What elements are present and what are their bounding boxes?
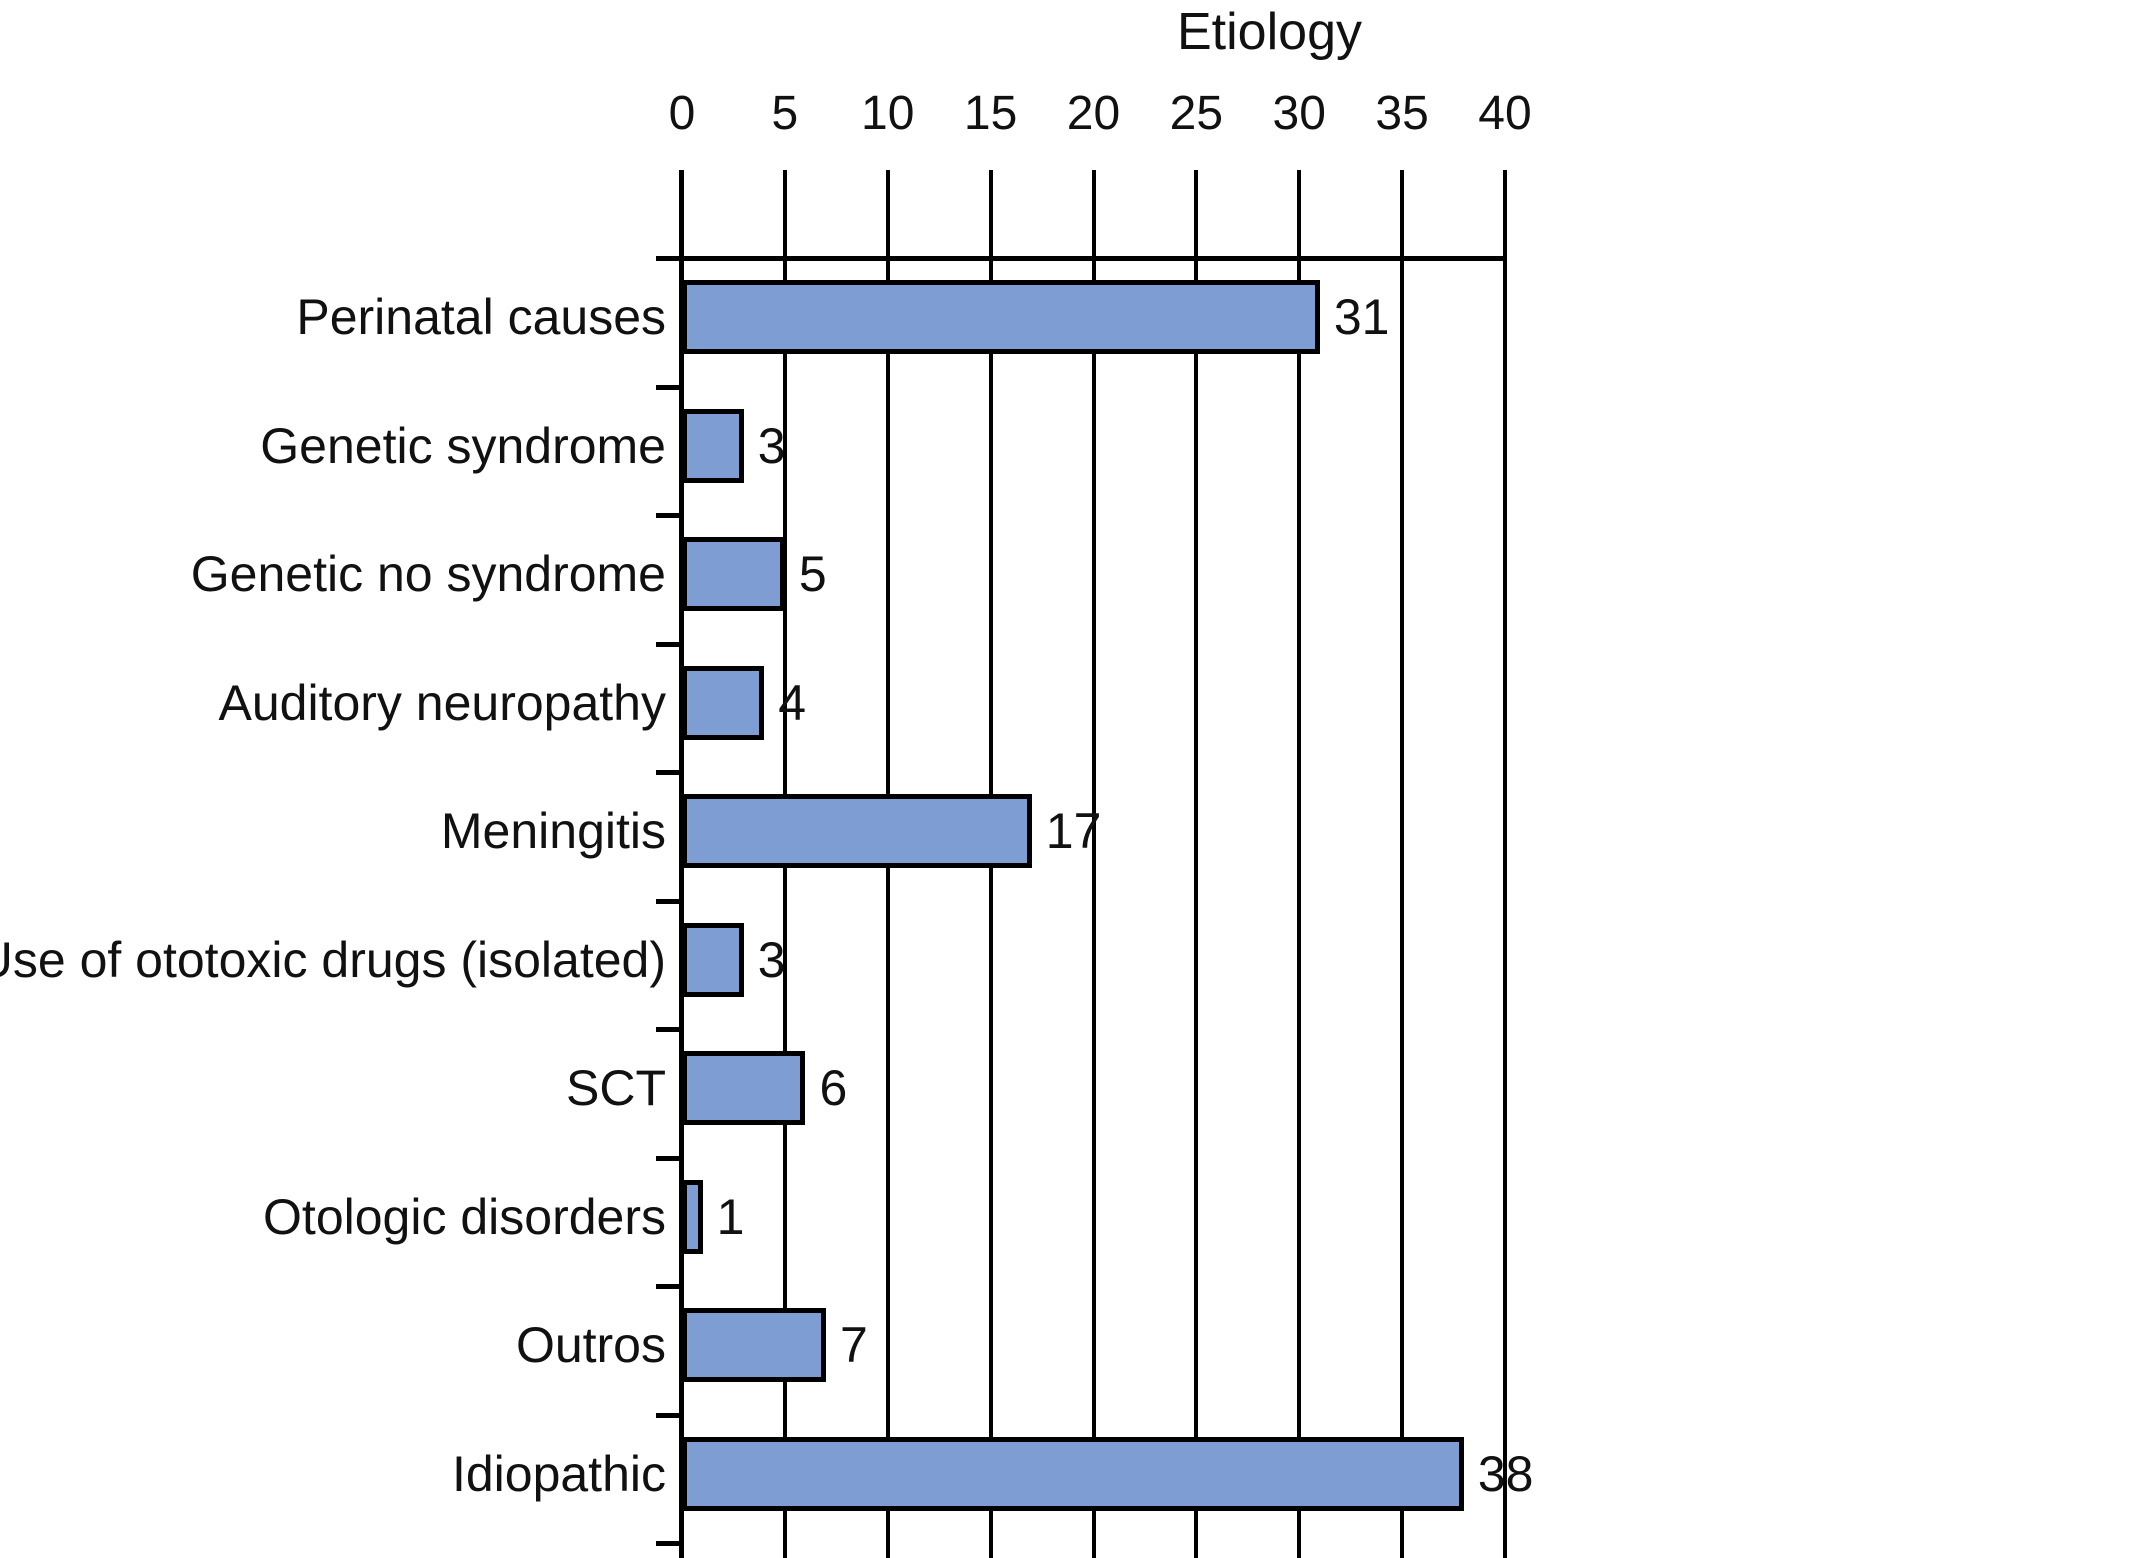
bar-row: Genetic syndrome 3	[260, 385, 1505, 514]
bar[interactable]	[682, 922, 744, 997]
x-tick-label-15: 15	[963, 87, 1018, 140]
x-tick-label-35: 35	[1375, 87, 1429, 140]
category-label: Perinatal causes	[296, 289, 666, 345]
category-label: Genetic no syndrome	[190, 546, 666, 602]
bar[interactable]	[682, 665, 765, 740]
y-axis-tick-1	[656, 384, 682, 390]
gridline-40	[1503, 170, 1507, 1558]
category-label-wrap: Idiopathic	[0, 1413, 666, 1542]
x-tick-label-10: 10	[861, 87, 915, 140]
y-axis-tick-9	[656, 1412, 682, 1418]
bar-row: Auditory neuropathy 4	[218, 642, 1505, 771]
bar-value-label: 3	[757, 417, 786, 474]
category-label: Genetic syndrome	[260, 417, 666, 474]
gridline-25	[1194, 170, 1199, 1558]
bar[interactable]	[682, 1308, 827, 1382]
bar[interactable]	[682, 794, 1032, 868]
bar-value-label: 3	[757, 931, 786, 988]
bar-row: Use of ototoxic drugs (isolated) 3	[0, 899, 1505, 1028]
category-label: Auditory neuropathy	[218, 674, 666, 731]
category-label: Outros	[515, 1317, 666, 1373]
bar-value-label: 1	[716, 1188, 745, 1245]
category-label-wrap: Meningitis	[0, 770, 666, 899]
category-label-wrap: Use of ototoxic drugs (isolated)	[0, 899, 666, 1028]
x-tick-label-0: 0	[668, 87, 696, 140]
category-label: Meningitis	[440, 803, 666, 859]
y-axis-tick-0	[656, 256, 682, 261]
bar-value-label: 6	[819, 1060, 848, 1116]
category-label: Otologic disorders	[263, 1188, 666, 1245]
x-tick-label-20: 20	[1066, 87, 1121, 140]
x-tick-label-25: 25	[1169, 87, 1224, 140]
gridline-20	[1091, 170, 1096, 1558]
category-label: Use of ototoxic drugs (isolated)	[0, 931, 666, 988]
bar-value-label: 5	[798, 546, 827, 602]
gridline-30	[1297, 170, 1302, 1558]
bar[interactable]	[682, 1436, 1464, 1511]
y-axis-spine	[679, 170, 684, 1558]
x-tick-label-40: 40	[1478, 87, 1532, 140]
bar-value-label: 7	[840, 1317, 868, 1373]
bar[interactable]	[682, 408, 744, 483]
bar-value-label: 38	[1477, 1445, 1534, 1502]
chart-title: Etiology	[1177, 3, 1362, 61]
category-label: Idiopathic	[451, 1445, 666, 1502]
category-label-wrap: Outros	[0, 1284, 666, 1413]
y-axis-tick-4	[656, 770, 682, 775]
category-label-wrap: Auditory neuropathy	[0, 642, 666, 771]
bar-row: Genetic no syndrome 5	[191, 513, 1505, 642]
bar-row: Meningitis 17	[441, 770, 1505, 899]
bar-row: Otologic disorders 1	[263, 1156, 1505, 1285]
gridline-35	[1400, 170, 1405, 1558]
bar-value-label: 17	[1045, 803, 1102, 859]
x-tick-label-5: 5	[771, 87, 799, 140]
y-axis-tick-5	[656, 898, 682, 904]
bar-row: SCT 6	[566, 1027, 1505, 1156]
y-axis-tick-7	[656, 1155, 682, 1161]
category-label-wrap: Genetic syndrome	[0, 385, 666, 514]
bar-row: Outros 7	[516, 1284, 1505, 1413]
bar-value-label: 4	[778, 674, 807, 731]
bar-row: Perinatal causes 31	[296, 256, 1505, 385]
category-label-wrap: Perinatal causes	[0, 256, 666, 385]
bar[interactable]	[682, 280, 1320, 354]
y-axis-tick-8	[656, 1284, 682, 1289]
y-axis-tick-6	[656, 1027, 682, 1032]
category-label-wrap: Otologic disorders	[0, 1156, 666, 1285]
category-label: SCT	[566, 1060, 666, 1116]
category-label-wrap: Genetic no syndrome	[0, 513, 666, 642]
bar-row: Idiopathic 38	[452, 1413, 1533, 1542]
y-axis-tick-2	[656, 513, 682, 518]
y-axis-tick-3	[656, 641, 682, 647]
bar[interactable]	[682, 537, 785, 611]
bar-value-label: 31	[1333, 289, 1390, 345]
category-label-wrap: SCT	[0, 1027, 666, 1156]
x-tick-label-30: 30	[1272, 87, 1326, 140]
bar[interactable]	[682, 1179, 703, 1254]
bar[interactable]	[682, 1051, 806, 1125]
y-axis-tick-10	[656, 1541, 682, 1546]
